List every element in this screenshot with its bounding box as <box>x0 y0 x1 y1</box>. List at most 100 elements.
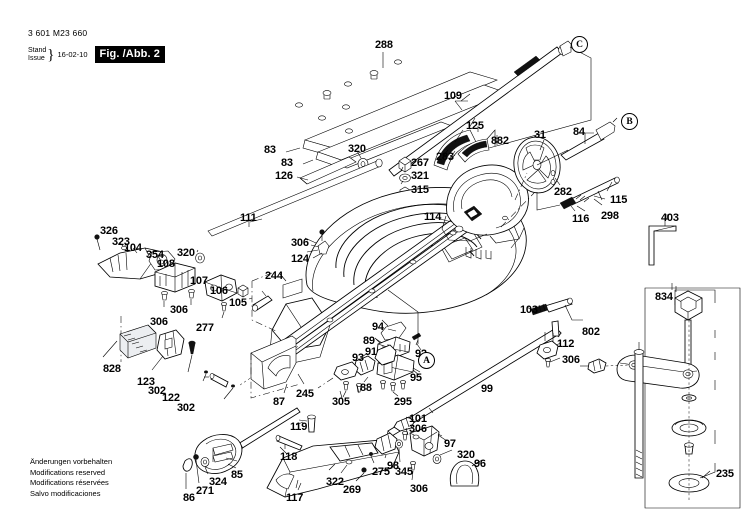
callout-828: 828 <box>103 363 121 375</box>
callout-269: 269 <box>343 484 361 496</box>
callout-94: 94 <box>372 321 384 333</box>
callout-295: 295 <box>394 396 412 408</box>
callout-109: 109 <box>444 90 462 102</box>
callout-114: 114 <box>424 211 442 223</box>
callout-91: 91 <box>365 346 377 358</box>
callout-103: 103 <box>520 304 538 316</box>
callout-119: 119 <box>290 421 308 433</box>
callout-345: 345 <box>395 466 413 478</box>
disclaimer-es: Salvo modificaciones <box>30 488 101 498</box>
callout-86: 86 <box>183 492 195 504</box>
callout-115: 115 <box>610 194 628 206</box>
section-ref-A: A <box>418 352 435 369</box>
callout-315: 315 <box>411 184 429 196</box>
callout-306: 306 <box>170 304 188 316</box>
leader-lines <box>227 93 711 489</box>
figure-badge: Fig. /Abb. 2 <box>94 46 166 63</box>
callout-112: 112 <box>557 338 575 350</box>
callout-95: 95 <box>410 372 422 384</box>
callout-99: 99 <box>481 383 493 395</box>
issue-label: Issue <box>28 54 45 62</box>
callout-98: 98 <box>387 460 399 472</box>
left-handle-assembly <box>94 234 279 362</box>
lower-right-small-parts <box>328 425 480 487</box>
callout-288: 288 <box>375 39 393 51</box>
section-ref-B: B <box>621 113 638 130</box>
callout-108: 108 <box>157 258 175 270</box>
stand-issue-labels: Stand Issue <box>28 47 46 63</box>
callout-96: 96 <box>474 458 486 470</box>
callout-126: 126 <box>275 170 293 182</box>
callout-326: 326 <box>100 225 118 237</box>
lower-left-rod-knob-group <box>182 407 400 498</box>
callout-123: 123 <box>137 376 155 388</box>
callout-277: 277 <box>196 322 214 334</box>
part-number-code: 3 601 M23 660 <box>28 28 88 38</box>
brace-glyph: } <box>47 46 55 63</box>
callout-125: 125 <box>466 120 484 132</box>
callout-306: 306 <box>562 354 580 366</box>
callout-245: 245 <box>296 388 314 400</box>
callout-87: 87 <box>273 396 285 408</box>
callout-306: 306 <box>410 483 428 495</box>
support-rod-99-group <box>384 289 583 448</box>
callout-122: 122 <box>162 392 180 404</box>
callout-97: 97 <box>444 438 456 450</box>
callout-302: 302 <box>177 402 195 414</box>
issue-date: 16-02-10 <box>57 50 88 59</box>
turntable-base-casting <box>269 164 529 365</box>
callout-104: 104 <box>124 242 142 254</box>
fence-rail-upper-group <box>207 52 508 237</box>
disclaimer-de: Änderungen vorbehalten <box>30 457 113 466</box>
callout-271: 271 <box>196 485 214 497</box>
section-ref-C: C <box>571 36 588 53</box>
callout-305: 305 <box>332 396 350 408</box>
callout-282: 282 <box>554 186 572 198</box>
callout-302: 302 <box>148 385 166 397</box>
callout-83: 83 <box>281 157 293 169</box>
bracket-124-group <box>304 229 330 255</box>
slide-rail-109 <box>388 40 592 177</box>
callout-83: 83 <box>264 144 276 156</box>
switch-plate-group <box>317 319 422 399</box>
callout-306: 306 <box>291 237 309 249</box>
callout-354: 354 <box>146 249 164 261</box>
callout-267: 267 <box>411 157 429 169</box>
callout-275: 275 <box>372 466 390 478</box>
belt-guard-arc-125 <box>433 117 496 171</box>
callout-306: 306 <box>409 423 427 435</box>
callout-101: 101 <box>409 413 427 425</box>
lower-left-bracket-group <box>102 324 301 400</box>
callout-834: 834 <box>655 291 673 303</box>
label-plate-244 <box>279 273 303 299</box>
callout-306: 306 <box>150 316 168 328</box>
callout-105: 105 <box>229 297 247 309</box>
handwheel-31-group <box>500 117 677 266</box>
callout-322: 322 <box>326 476 344 488</box>
disclaimer-block: Änderungen vorbehalten Modifications res… <box>30 457 112 499</box>
callout-106: 106 <box>210 285 228 297</box>
callout-283: 283 <box>436 151 454 163</box>
callout-89: 89 <box>363 335 375 347</box>
sheet-header: 3 601 M23 660 Stand Issue } 16-02-10 Fig… <box>28 28 166 63</box>
dust-cover-87-245 <box>250 335 305 399</box>
callout-84: 84 <box>573 126 585 138</box>
callout-298: 298 <box>601 210 619 222</box>
callout-31: 31 <box>534 129 546 141</box>
callout-107: 107 <box>190 275 208 287</box>
callout-116: 116 <box>572 213 590 225</box>
callout-244: 244 <box>265 270 283 282</box>
callout-111: 111 <box>240 212 257 224</box>
callout-321: 321 <box>411 170 429 182</box>
callout-320: 320 <box>348 143 366 155</box>
disclaimer-en: Modifications reserved <box>30 467 106 477</box>
callout-117: 117 <box>286 492 304 504</box>
callout-235: 235 <box>716 468 734 480</box>
callout-323: 323 <box>112 236 130 248</box>
disclaimer-fr: Modifications réservées <box>30 478 109 488</box>
stand-label: Stand <box>28 46 47 54</box>
callout-118: 118 <box>280 451 298 463</box>
detail-inset-834 <box>580 283 741 509</box>
